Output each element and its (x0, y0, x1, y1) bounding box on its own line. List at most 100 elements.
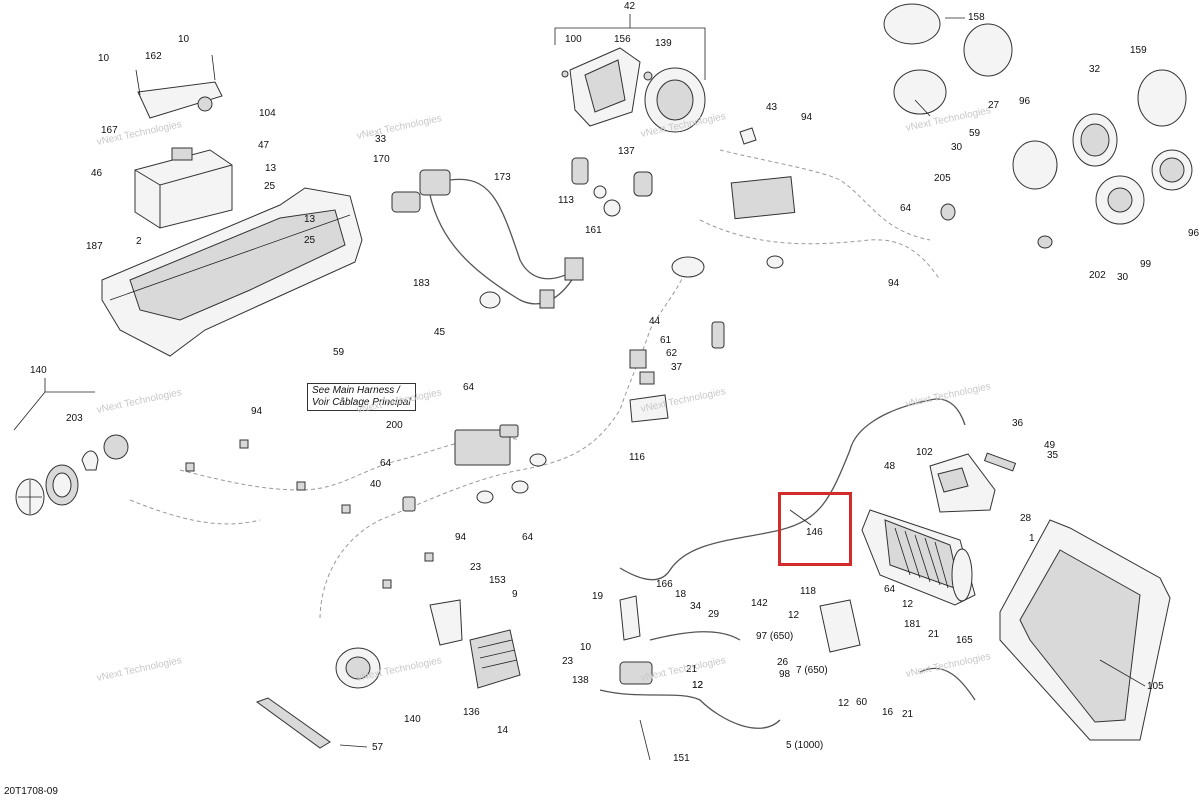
highlight-box-146 (778, 492, 852, 566)
callout-label: 64 (463, 382, 475, 393)
callout-label: 139 (655, 38, 672, 49)
battery-clamp-icon (135, 54, 223, 119)
callout-label: 7 (650) (796, 665, 828, 676)
callout-label: 96 (1188, 228, 1200, 239)
note-line-2: Voir Câblage Principal (312, 397, 411, 408)
callout-label: 43 (766, 102, 778, 113)
callout-label: 27 (988, 100, 1000, 111)
callout-label: 138 (572, 675, 589, 686)
callout-label: 62 (666, 348, 678, 359)
callout-label: 35 (1047, 450, 1059, 461)
callout-label: 98 (779, 669, 791, 680)
callout-label: 167 (101, 125, 118, 136)
callout-label: 59 (333, 347, 345, 358)
callout-label: 97 (650) (756, 631, 793, 642)
callout-label-highlighted: 146 (806, 527, 823, 538)
figure-id: 20T1708-09 (4, 786, 58, 797)
callout-label: 33 (375, 134, 387, 145)
callout-label: 23 (470, 562, 482, 573)
callout-label: 140 (404, 714, 421, 725)
callout-label: 12 (902, 599, 914, 610)
gear-housing-icon (883, 3, 1193, 249)
callout-label: 32 (1089, 64, 1101, 75)
callout-label: 159 (1130, 45, 1147, 56)
swing-arm-icon (999, 519, 1171, 741)
callout-label: 173 (494, 172, 511, 183)
callout-label: 200 (386, 420, 403, 431)
callout-label: 61 (660, 335, 672, 346)
callout-label: 19 (592, 591, 604, 602)
callout-label: 96 (1019, 96, 1031, 107)
callout-label: 36 (1012, 418, 1024, 429)
callout-label: 42 (624, 1, 636, 12)
callout-label: 40 (370, 479, 382, 490)
battery-icon (134, 147, 233, 229)
bulb-icon (81, 434, 129, 471)
callout-label: 140 (30, 365, 47, 376)
rectifier-icon (429, 599, 521, 689)
callout-label: 100 (565, 34, 582, 45)
callout-label: 166 (656, 579, 673, 590)
callout-label: 94 (251, 406, 263, 417)
note-line-1: See Main Harness / (312, 385, 400, 396)
callout-label: 48 (884, 461, 896, 472)
callout-label: 202 (1089, 270, 1106, 281)
callout-label: 12 (788, 610, 800, 621)
callout-label: 10 (98, 53, 110, 64)
callout-label: 5 (1000) (786, 740, 823, 751)
gauge-housing-icon (561, 47, 706, 133)
callout-label: 60 (856, 697, 868, 708)
callout-label: 44 (649, 316, 661, 327)
callout-label: 104 (259, 108, 276, 119)
callout-label: 13 (304, 214, 316, 225)
callout-label: 170 (373, 154, 390, 165)
callout-label: 118 (800, 586, 816, 597)
callout-label: 26 (777, 657, 789, 668)
relay-icon (629, 349, 669, 423)
callout-label: 116 (629, 452, 645, 463)
callout-label: 105 (1147, 681, 1164, 692)
callout-label: 113 (558, 195, 574, 206)
winch-mount-icon (929, 452, 1017, 513)
callout-label: 162 (145, 51, 162, 62)
sensor-icon (571, 127, 757, 217)
callout-label: 94 (801, 112, 813, 123)
callout-label: 25 (264, 181, 276, 192)
callout-label: 64 (884, 584, 896, 595)
callout-label: 14 (497, 725, 509, 736)
callout-label: 12 (692, 680, 704, 691)
callout-label: 1 (1029, 533, 1035, 544)
callout-label: 153 (489, 575, 506, 586)
harness-icon (129, 149, 941, 621)
leader-lines (13, 14, 1146, 761)
callout-label: 156 (614, 34, 631, 45)
callout-label: 203 (66, 413, 83, 424)
callout-label: 64 (522, 532, 534, 543)
connector-icon (185, 439, 434, 589)
callout-label: 59 (969, 128, 981, 139)
callout-label: 47 (258, 140, 270, 151)
callout-label: 10 (178, 34, 190, 45)
callout-label: 94 (455, 532, 467, 543)
callout-label: 21 (928, 629, 940, 640)
callout-labels: 10 162 10 104 167 47 46 13 25 13 25 187 … (30, 1, 1200, 764)
callout-label: 151 (673, 753, 690, 764)
callout-label: 49 (1044, 440, 1056, 451)
callout-label: 183 (413, 278, 430, 289)
callout-label: 158 (968, 12, 985, 23)
callout-label: 165 (956, 635, 973, 646)
callout-label: 45 (434, 327, 446, 338)
ecu-module-icon (402, 424, 547, 512)
callout-label: 23 (562, 656, 574, 667)
callout-label: 57 (372, 742, 384, 753)
frame-tray-icon (101, 187, 363, 357)
callout-label: 37 (671, 362, 683, 373)
callout-label: 142 (751, 598, 768, 609)
callout-label: 2 (136, 236, 142, 247)
callout-label: 25 (304, 235, 316, 246)
callout-label: 181 (904, 619, 921, 630)
callout-label: 29 (708, 609, 720, 620)
callout-label: 16 (882, 707, 894, 718)
callout-label: 21 (686, 664, 698, 675)
